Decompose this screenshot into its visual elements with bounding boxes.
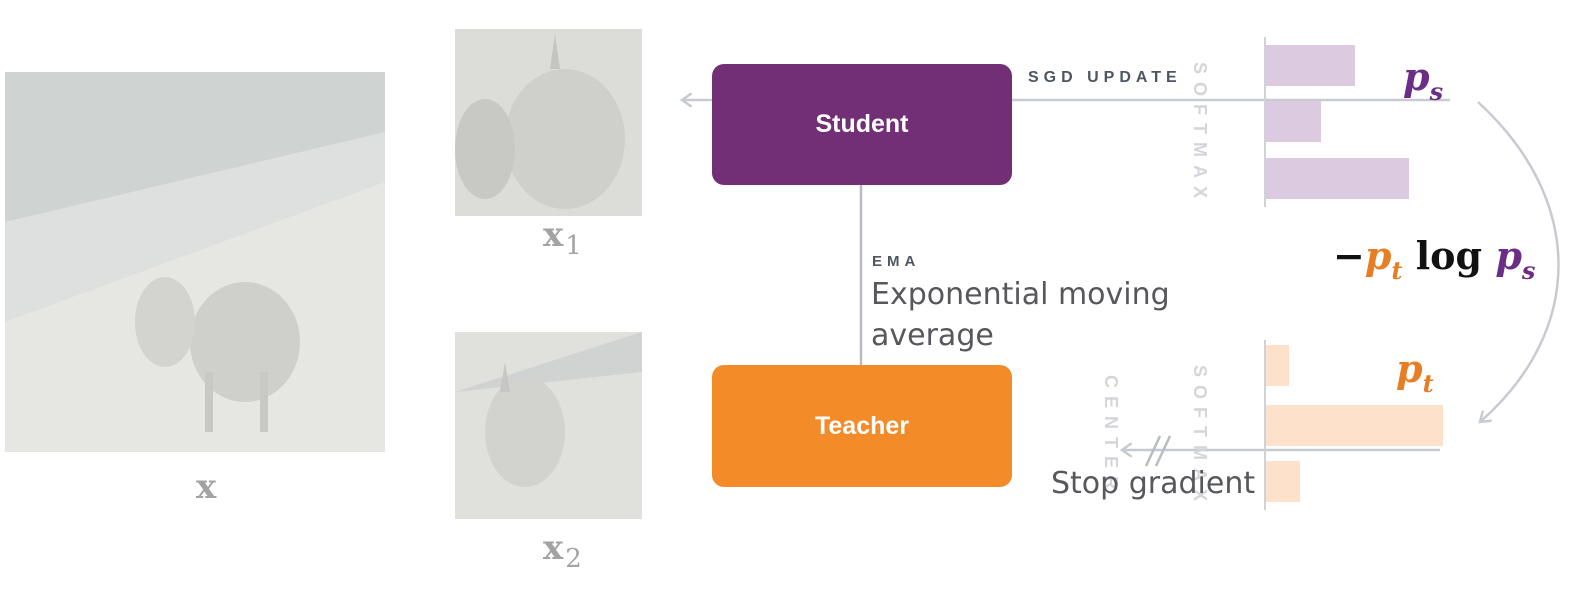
- photo-x1: [455, 29, 642, 216]
- photo-x: [5, 72, 385, 452]
- student-label: Student: [815, 110, 909, 138]
- ema-desc-line1: Exponential moving: [871, 277, 1170, 312]
- stop-gradient-label: Stop gradient: [1051, 466, 1256, 501]
- loss-curve-arrow: [1477, 101, 1560, 422]
- teacher-label: Teacher: [814, 411, 910, 440]
- softmax-bottom-label: SOFTMAX: [1190, 365, 1210, 509]
- ps-label: ps: [1403, 54, 1444, 106]
- student-box: Student: [712, 64, 1012, 185]
- teacher-dist-bar-1: [1266, 345, 1289, 386]
- student-dist-bar-1: [1266, 45, 1355, 86]
- label-x1: x1: [543, 215, 582, 261]
- label-x2: x2: [543, 528, 582, 574]
- pt-label: pt: [1396, 346, 1434, 398]
- photo-x2: [455, 332, 642, 519]
- stop-gradient-mark-1: [1144, 435, 1162, 467]
- loss-formula: −pt log ps: [1333, 233, 1536, 285]
- softmax-top-label: SOFTMAX: [1190, 62, 1210, 206]
- ema-desc-line2: average: [871, 318, 994, 353]
- teacher-distribution: [1266, 345, 1443, 502]
- teacher-box: Teacher: [712, 365, 1012, 487]
- ema-tag: EMA: [872, 253, 921, 270]
- center-label: CENTER: [1101, 375, 1121, 498]
- label-x: x: [196, 467, 217, 507]
- teacher-dist-bar-3: [1266, 461, 1300, 502]
- student-dist-bar-3: [1266, 158, 1409, 199]
- student-dist-bar-2: [1266, 101, 1321, 142]
- teacher-dist-bar-2: [1266, 405, 1443, 446]
- stop-gradient-mark-2: [1154, 435, 1172, 467]
- sgd-update-label: SGD UPDATE: [1028, 69, 1182, 86]
- student-distribution: [1266, 45, 1409, 199]
